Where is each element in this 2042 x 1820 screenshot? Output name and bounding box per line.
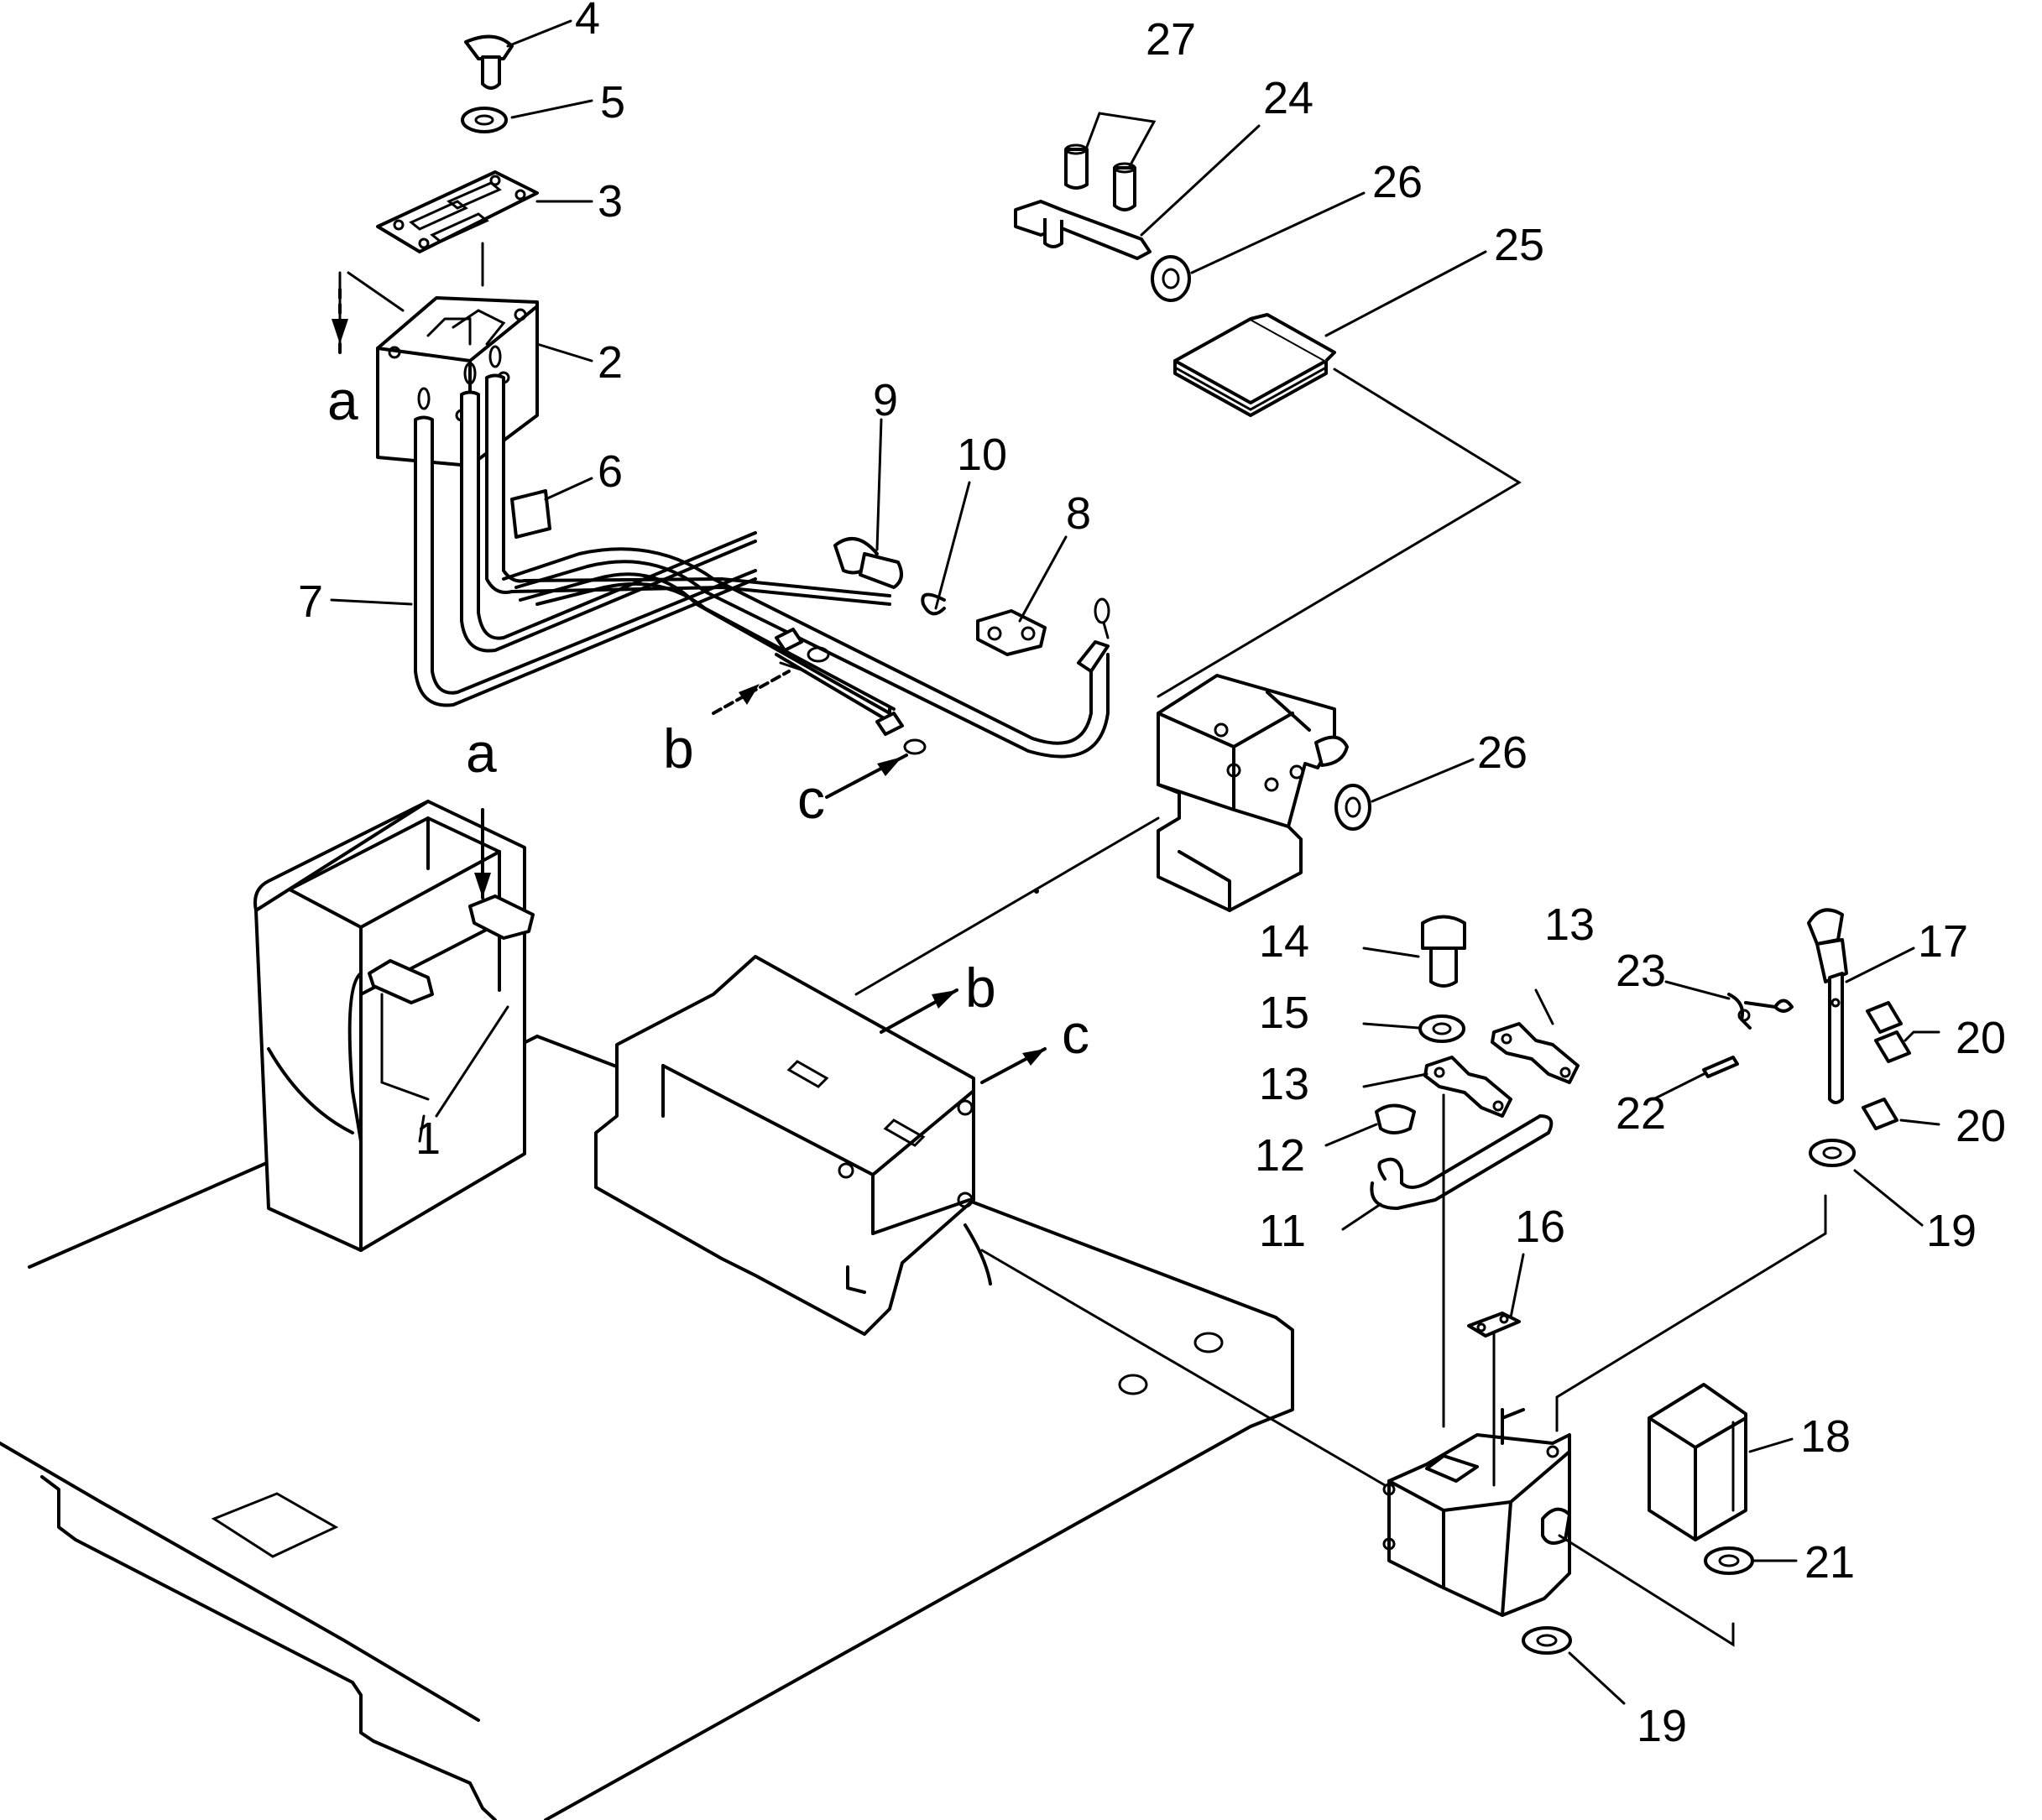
leader-lines <box>330 19 1940 1705</box>
callout-13-upper: 13 <box>1544 900 1595 950</box>
washer-19-top <box>1809 1139 1856 1167</box>
callout-10: 10 <box>957 430 1007 480</box>
pedal-link-line <box>1157 368 1522 698</box>
pedal-pad-18 <box>1648 1383 1747 1541</box>
washer-19-bottom <box>1522 1626 1572 1655</box>
callout-19-upper: 19 <box>1926 1206 1977 1256</box>
align-line-3 <box>1555 1194 1827 1432</box>
valve-link-line <box>854 816 1160 996</box>
plug-12 <box>1375 1103 1416 1134</box>
callout-18: 18 <box>1800 1411 1851 1462</box>
washer-26-top <box>1151 255 1191 302</box>
spring-23 <box>1727 993 1794 1030</box>
pedal-pad-25 <box>1173 313 1336 417</box>
ref-b-lower: b <box>965 957 996 1019</box>
callout-numbers: 4 5 3 2 6 7 9 10 8 27 24 26 25 26 1 14 1… <box>298 0 2006 1751</box>
reference-arrows <box>332 288 1047 1084</box>
ref-a-lower: a <box>466 722 497 784</box>
cables <box>414 345 1110 759</box>
align-line-5 <box>980 1249 1387 1487</box>
callout-19-lower: 19 <box>1637 1701 1687 1751</box>
callout-24: 24 <box>1263 73 1313 123</box>
bolt <box>464 34 514 90</box>
bolt-14 <box>1421 915 1466 988</box>
ref-a-upper: a <box>327 369 358 431</box>
callout-26-mid: 26 <box>1477 727 1528 778</box>
cover-plate <box>376 170 539 253</box>
bolt-9 <box>833 537 903 589</box>
collars-20 <box>1862 1001 1911 1130</box>
callout-7: 7 <box>298 576 323 627</box>
callout-2: 2 <box>598 337 623 388</box>
callout-20-upper: 20 <box>1956 1013 2006 1063</box>
callout-22: 22 <box>1616 1088 1666 1139</box>
callout-9: 9 <box>873 375 898 425</box>
callout-8: 8 <box>1066 488 1091 539</box>
callout-3: 3 <box>598 176 623 227</box>
callout-15: 15 <box>1259 988 1309 1038</box>
align-line-4 <box>1558 1534 1735 1647</box>
ref-b-upper: b <box>663 717 694 780</box>
snap-ring-10 <box>921 592 946 616</box>
console-box <box>253 800 535 1252</box>
plate-16 <box>1467 1312 1521 1338</box>
callout-21: 21 <box>1804 1537 1855 1588</box>
callout-13-lower: 13 <box>1259 1059 1309 1109</box>
lever-24 <box>1014 200 1152 260</box>
callout-17: 17 <box>1918 916 1968 967</box>
pins-27 <box>1064 143 1136 211</box>
valve-block <box>1157 674 1349 912</box>
callout-26-top: 26 <box>1372 157 1423 207</box>
callout-12: 12 <box>1255 1130 1305 1181</box>
clamps-13 <box>1423 1022 1580 1118</box>
ref-c-upper: c <box>797 768 825 830</box>
ref-c-lower: c <box>1062 1003 1089 1065</box>
brake-valve-housing <box>1382 1408 1571 1617</box>
washer <box>461 107 508 133</box>
reference-letters: a a b b c c <box>327 369 1089 1065</box>
pin-22 <box>1702 1056 1739 1078</box>
callout-1: 1 <box>415 1113 441 1164</box>
clamp-8 <box>976 609 1047 656</box>
washer-21 <box>1704 1546 1754 1575</box>
lever-box <box>338 242 539 467</box>
callout-23: 23 <box>1616 946 1666 996</box>
callout-5: 5 <box>600 77 625 128</box>
callout-14: 14 <box>1259 916 1309 967</box>
washer-26-mid <box>1334 784 1371 831</box>
washer-15 <box>1418 1014 1465 1043</box>
callout-4: 4 <box>575 0 600 44</box>
callout-27: 27 <box>1146 14 1196 65</box>
rod-17 <box>1807 908 1848 1104</box>
callout-20-lower: 20 <box>1956 1101 2006 1151</box>
callout-16: 16 <box>1515 1202 1565 1252</box>
callout-6: 6 <box>598 446 623 497</box>
transmission-body <box>594 955 992 1336</box>
callout-25: 25 <box>1494 220 1544 270</box>
callout-11: 11 <box>1259 1206 1306 1256</box>
